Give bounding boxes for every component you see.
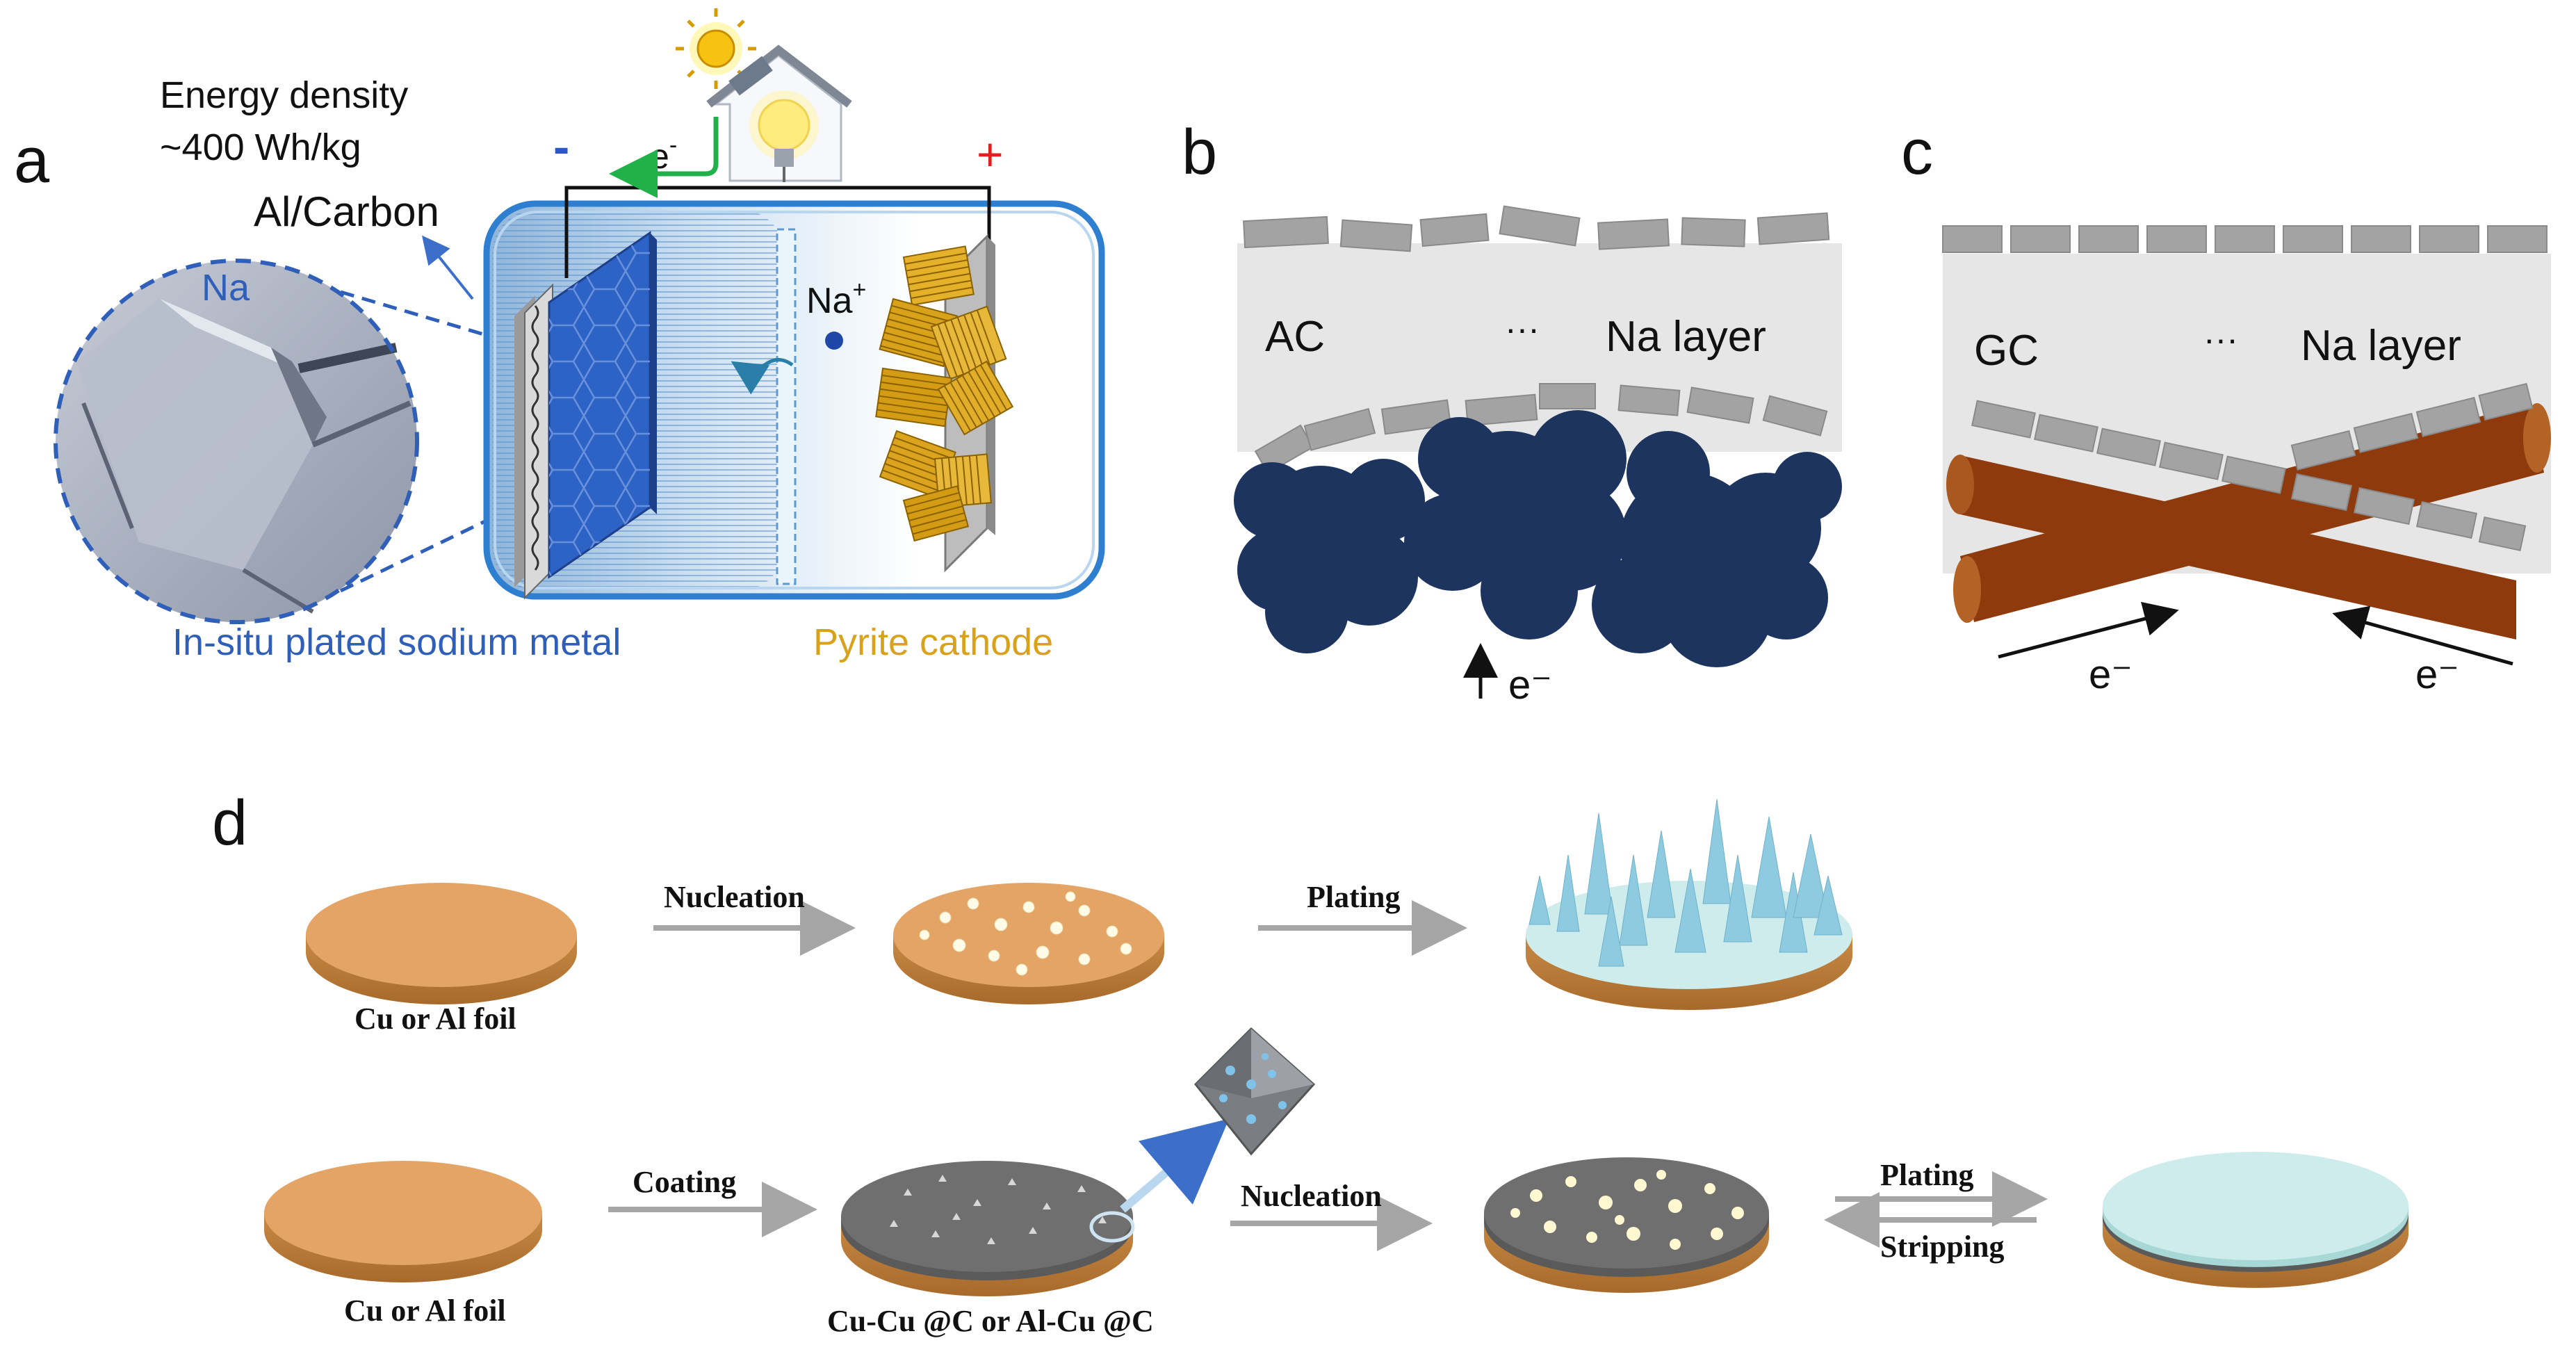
collector-arrow: [422, 235, 474, 300]
cathode-caption: Pyrite cathode: [813, 621, 1053, 663]
panel-a: a Energy density ~400 Wh/kg Al/Carbon Na: [14, 8, 1105, 663]
zoom-na-label: Na: [202, 267, 250, 309]
electron-label-c-right: e⁻: [2415, 652, 2459, 697]
zoom-connector-bottom: [339, 498, 530, 593]
electron-label: e-: [650, 132, 677, 176]
separator: [776, 228, 797, 585]
row1-nucleated-foil: [893, 883, 1164, 1004]
panel-d: d Cu or Al foil Nucleation Plating: [212, 788, 2408, 1338]
energy-density-label: Energy density: [160, 74, 408, 116]
sodium-zoom-circle: Na: [54, 259, 419, 624]
electron-flow-arrow: [609, 117, 719, 198]
current-collector-label: Al/Carbon: [254, 188, 439, 235]
row2-zoom-arrow: [1120, 1118, 1230, 1213]
electron-arrow-c-right: [2332, 605, 2513, 666]
activated-carbon-particles: [1234, 410, 1842, 667]
row1-plating-label: Plating: [1307, 880, 1400, 914]
electron-label-c-left: e⁻: [2089, 652, 2133, 697]
row2-coated-foil: [841, 1161, 1135, 1296]
cu-seeds: [890, 1175, 1107, 1244]
zoom-marker: [1089, 1211, 1135, 1243]
pyrite-cathode: [875, 234, 1014, 573]
dots-b: ···: [1505, 309, 1540, 348]
row2-plated-foil: [2103, 1152, 2408, 1288]
sodium-dendrites: [1529, 799, 1843, 967]
row1-foil-label: Cu or Al foil: [354, 1002, 516, 1036]
panel-b: b AC ··· Na layer: [1182, 117, 1842, 708]
row1-nucleation-label: Nucleation: [664, 880, 805, 914]
row2-foil-label: Cu or Al foil: [344, 1294, 506, 1328]
octahedron-icon: [1193, 1027, 1316, 1156]
na-nuclei-row1: [919, 891, 1132, 976]
panel-b-label: b: [1182, 117, 1217, 188]
energy-density-value: ~400 Wh/kg: [160, 127, 361, 168]
electron-label-b: e⁻: [1508, 662, 1552, 708]
house-bulb-icon: [706, 44, 852, 182]
anode-caption: In-situ plated sodium metal: [172, 621, 621, 663]
external-circuit: [564, 186, 991, 278]
row1-bare-foil: [306, 883, 577, 1004]
na-ion-label: Na+: [806, 277, 866, 321]
top-flakes-c: [1942, 225, 2548, 253]
dots-c: ···: [2203, 320, 2238, 359]
row2-nucleated-foil: [1484, 1157, 1769, 1293]
row2-coating-label: Coating: [633, 1165, 736, 1199]
na-layer-label-b: Na layer: [1606, 313, 1766, 361]
carbon-fiber-2: [1953, 403, 2551, 623]
minus-terminal: -: [553, 120, 569, 174]
row2-stripping-label: Stripping: [1880, 1230, 2005, 1264]
na-ion-sphere: [825, 332, 843, 350]
row1-dendrite-foil: [1526, 799, 1852, 1010]
ac-label: AC: [1265, 313, 1325, 361]
plus-terminal: +: [977, 129, 1004, 180]
bottom-flakes-b: [1254, 383, 1828, 474]
row2-plating-label: Plating: [1880, 1158, 1973, 1192]
top-flakes-b: [1243, 205, 1830, 252]
sun-icon: [676, 8, 756, 89]
gc-label: GC: [1974, 327, 2039, 375]
ion-flow-arrow: [731, 358, 794, 395]
electron-arrow-c-left: [1998, 601, 2179, 659]
fiber-flakes-c: [1971, 382, 2534, 552]
na-layer-label-c: Na layer: [2301, 322, 2461, 370]
row2-bare-foil: [264, 1161, 542, 1282]
row2-nucleation-label: Nucleation: [1241, 1179, 1382, 1213]
row2-coated-label: Cu-Cu @C or Al-Cu @C: [827, 1304, 1154, 1338]
sodium-anode: [514, 231, 657, 600]
panel-c: c GC ··· Na layer: [1901, 117, 2551, 697]
panel-a-label: a: [14, 125, 50, 196]
panel-d-label: d: [212, 788, 247, 858]
panel-c-label: c: [1901, 117, 1933, 188]
na-nuclei-row2: [1510, 1170, 1744, 1250]
